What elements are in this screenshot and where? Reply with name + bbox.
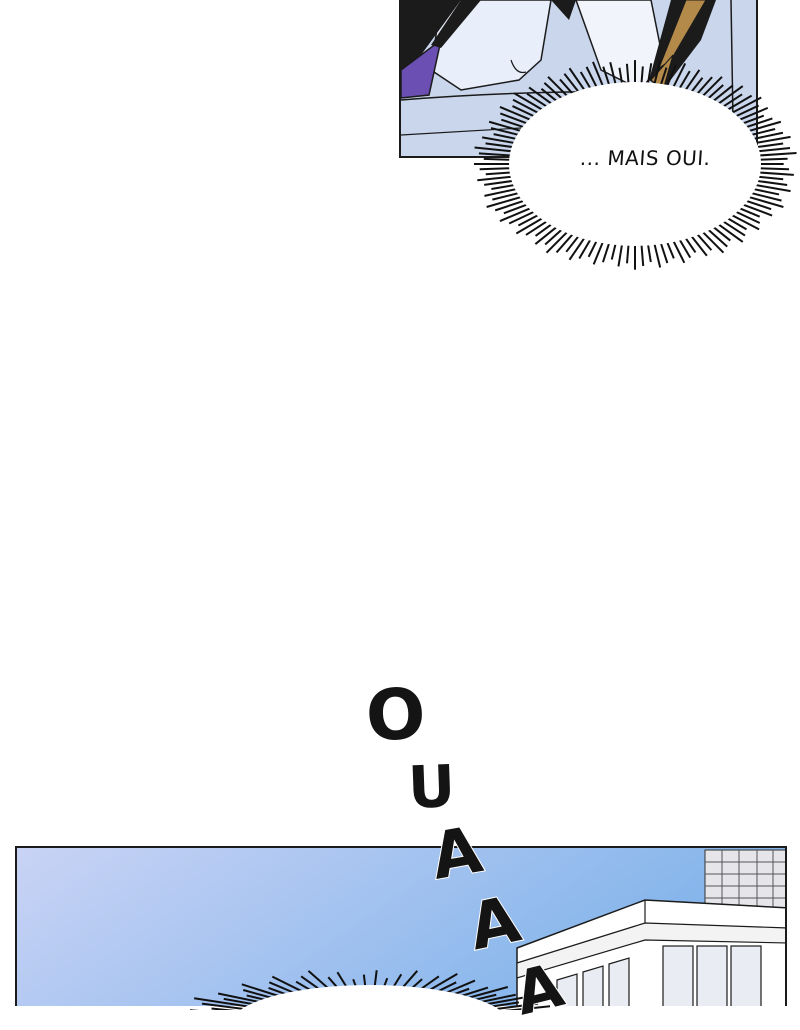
burst-line — [589, 240, 597, 256]
burst-line — [491, 185, 515, 189]
burst-line — [495, 200, 525, 210]
burst-line — [603, 243, 609, 263]
burst-line — [353, 979, 355, 986]
burst-line — [569, 237, 584, 259]
burst-line — [713, 226, 731, 240]
burst-line — [610, 62, 615, 84]
burst-line — [735, 211, 760, 223]
burst-line — [544, 83, 562, 99]
burst-line — [328, 977, 337, 987]
burst-line — [603, 67, 609, 86]
burst-line — [722, 221, 745, 236]
sfx-letter: A — [427, 818, 487, 890]
burst-line — [654, 60, 660, 84]
burst-line — [627, 244, 629, 263]
burst-line — [269, 982, 293, 992]
burst-line — [708, 229, 728, 247]
burst-line — [667, 242, 674, 259]
burst-line — [337, 972, 346, 986]
burst-line — [486, 143, 515, 147]
burst-line — [661, 243, 668, 263]
burst-line — [447, 981, 475, 993]
burst-line — [430, 974, 457, 990]
burst-line — [384, 978, 387, 986]
burst-line — [308, 971, 327, 988]
burst-line — [708, 85, 724, 99]
burst-line — [487, 197, 523, 207]
burst-line — [661, 68, 667, 86]
burst-line — [477, 177, 513, 181]
burst-line — [727, 218, 747, 230]
burst-line — [394, 974, 401, 986]
burst-line — [735, 106, 759, 117]
burst-line — [685, 70, 699, 91]
burst-line — [545, 229, 562, 244]
burst-line — [512, 106, 535, 117]
burst-line — [479, 153, 512, 155]
burst-line — [648, 244, 651, 262]
burst-line — [756, 181, 787, 185]
burst-line — [364, 975, 365, 986]
burst-line — [518, 215, 539, 226]
burst-line — [612, 243, 616, 259]
burst-line — [412, 979, 422, 988]
burst-line — [627, 64, 629, 84]
burst-line — [480, 168, 512, 169]
burst-line — [748, 197, 784, 207]
burst-line — [618, 244, 622, 267]
sfx-letter: O — [364, 678, 427, 751]
burst-line — [713, 85, 733, 101]
burst-line — [494, 134, 518, 139]
burst-line — [541, 89, 557, 102]
burst-line — [557, 234, 574, 253]
sfx-letter: U — [407, 757, 456, 817]
burst-line — [569, 68, 584, 90]
burst-line — [509, 211, 535, 223]
burst-line — [536, 224, 553, 236]
burst-line — [486, 172, 512, 174]
burst-line — [500, 113, 528, 123]
burst-line — [648, 63, 651, 84]
burst-line — [489, 122, 522, 132]
burst-line — [484, 159, 512, 160]
burst-line — [641, 244, 643, 266]
burst-line — [742, 204, 772, 215]
burst-line — [697, 234, 712, 251]
burst-line — [484, 181, 514, 185]
burst-line — [475, 147, 513, 151]
burst-line — [691, 236, 707, 256]
burst-line — [564, 74, 579, 93]
burst-line — [619, 68, 622, 84]
burst-line — [641, 66, 642, 83]
burst-line — [748, 122, 781, 132]
burst-line — [526, 221, 548, 235]
burst-line — [375, 970, 377, 986]
burst-line — [697, 77, 712, 94]
burst-line — [654, 243, 660, 267]
speech-bubble-text: ... MAIS OUI. — [519, 146, 771, 180]
burst-line — [722, 94, 742, 107]
burst-line — [527, 94, 548, 107]
burst-line — [462, 988, 488, 996]
